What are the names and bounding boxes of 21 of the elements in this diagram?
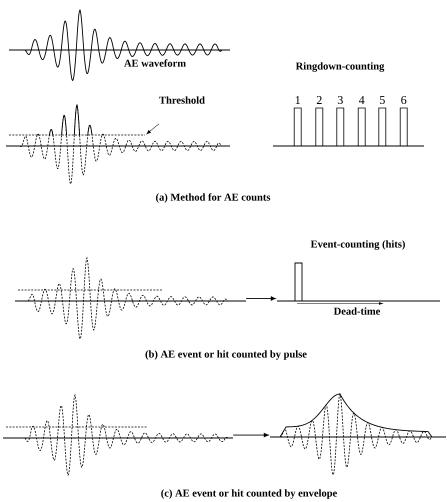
pulse-drawing (276, 262, 440, 302)
count-number: 6 (401, 96, 406, 104)
count-number: 1 (296, 96, 300, 104)
leader-arrow (146, 124, 160, 134)
envelope-drawing (270, 392, 446, 476)
graph-title: Event-counting (hits) (310, 240, 405, 250)
count-number: 3 (338, 96, 343, 104)
panel-caption: (b) AE event or hit counted by pulse (146, 350, 307, 360)
waveform-drawing (14, 258, 246, 340)
arrow (246, 296, 276, 301)
threshold-label: Threshold (159, 96, 205, 104)
waveform-drawing (2, 394, 234, 476)
count-number: 5 (380, 96, 385, 104)
count-number: 4 (358, 96, 365, 104)
interval-label: Dead-time (334, 307, 380, 315)
panel-caption: (a) Method for AE counts (156, 193, 270, 203)
panel-caption: (c) AE event or hit counted by envelope (161, 489, 337, 499)
arrow (232, 432, 269, 438)
graph-title: Ringdown-counting (296, 62, 384, 72)
count-number: 2 (316, 96, 322, 104)
waveform-label: AE waveform (124, 59, 186, 67)
